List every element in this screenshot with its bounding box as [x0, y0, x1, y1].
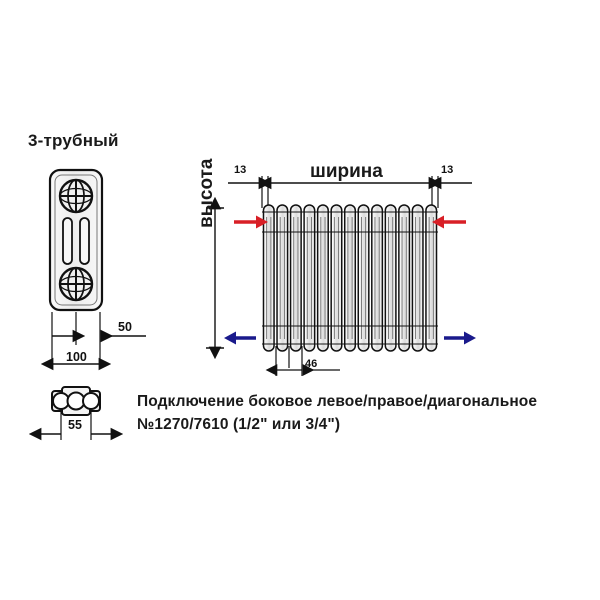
radiator-column — [289, 204, 302, 352]
dimension-50: 50 — [118, 320, 132, 334]
front-view-columns — [262, 204, 438, 352]
top-view-tube-3 — [82, 392, 100, 410]
side-view-slot-right — [79, 217, 90, 265]
dimension-13-right: 13 — [441, 164, 454, 176]
side-view-inner-outline — [54, 174, 98, 306]
radiator-column — [384, 204, 397, 352]
radiator-column — [303, 204, 316, 352]
front-view-width-dimension — [228, 176, 472, 208]
inlet-arrow-left — [234, 215, 268, 229]
outlet-arrow-left — [224, 331, 256, 345]
caption-connection-type: Подключение боковое левое/правое/диагона… — [137, 393, 538, 410]
radiator-column — [357, 204, 370, 352]
radiator-column — [398, 204, 411, 352]
side-view-title: 3-трубный — [28, 131, 119, 150]
width-label: ширина — [310, 161, 383, 182]
side-view-top-port — [58, 178, 94, 214]
side-view-dimension-lines — [40, 312, 146, 371]
top-view-tube-2 — [66, 391, 86, 411]
radiator-column — [425, 204, 438, 352]
outlet-arrow-right — [444, 331, 476, 345]
radiator-column — [330, 204, 343, 352]
height-label: высота — [196, 158, 217, 228]
side-section-view — [40, 168, 146, 371]
front-elevation-view — [206, 176, 476, 376]
radiator-column — [371, 204, 384, 352]
radiator-column — [316, 204, 329, 352]
top-view-dimension-lines — [28, 412, 124, 441]
radiator-column — [276, 204, 289, 352]
side-view-slot-left — [62, 217, 73, 265]
top-section-view — [28, 386, 124, 441]
radiator-column — [262, 204, 275, 352]
inlet-arrow-right — [432, 215, 466, 229]
side-view-bottom-port — [58, 266, 94, 302]
dimension-100: 100 — [66, 350, 87, 364]
front-view-height-dimension — [206, 196, 224, 360]
dimension-13-left: 13 — [234, 164, 247, 176]
radiator-column — [343, 204, 357, 352]
front-view-pitch-dimension — [265, 346, 340, 376]
dimension-46: 46 — [305, 358, 318, 370]
caption-article-number: №1270/7610 (1/2" или 3/4") — [137, 416, 341, 433]
dimension-55: 55 — [68, 418, 82, 432]
radiator-column — [411, 204, 424, 352]
